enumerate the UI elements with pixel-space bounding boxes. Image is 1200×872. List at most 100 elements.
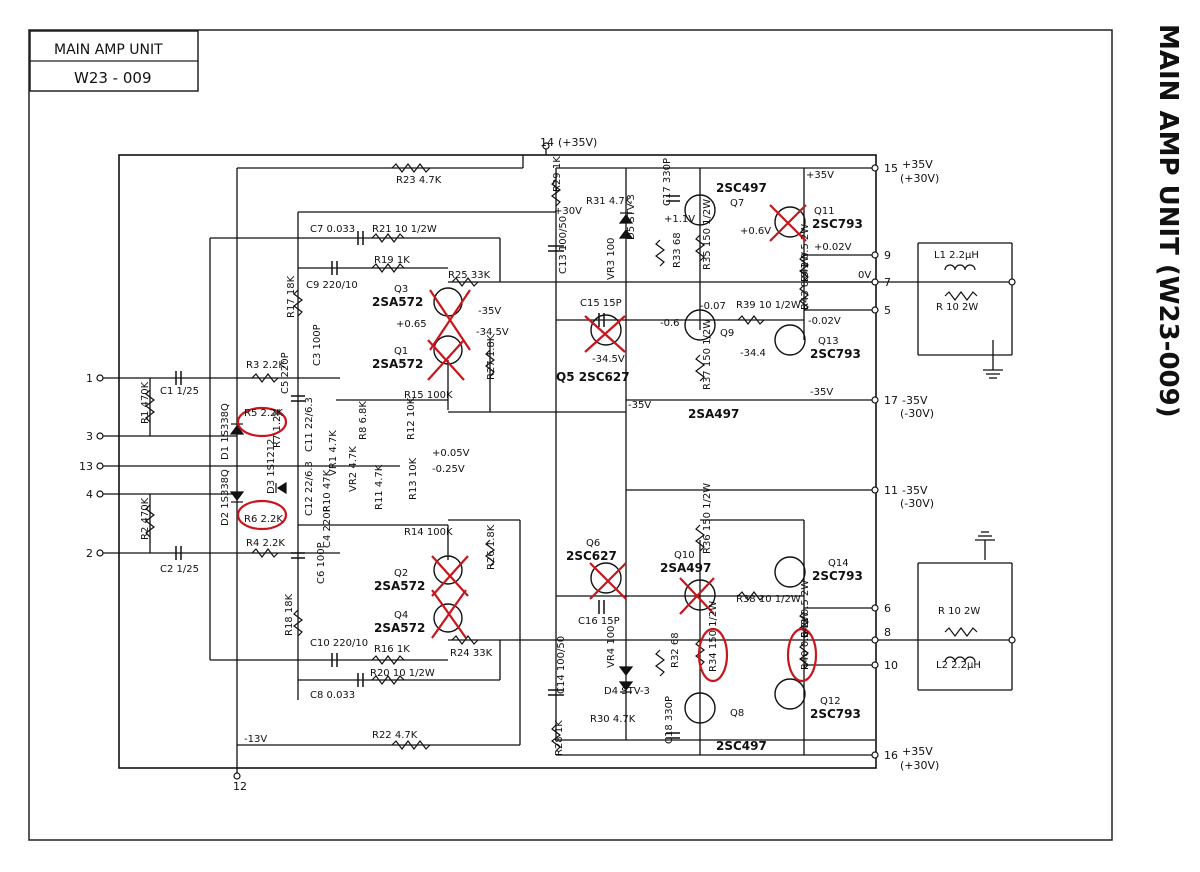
terminal-7: 7 [884, 276, 891, 289]
label-c9: C9 220/10 [306, 280, 358, 291]
q10-type: 2SA497 [660, 561, 711, 575]
label-c13: C13 100/50 [558, 216, 569, 274]
q9-type: 2SA497 [688, 407, 739, 421]
label-r32: R32 68 [670, 632, 681, 668]
label-r20: R20 10 1/2W [370, 668, 435, 679]
q3-type: 2SA572 [372, 295, 423, 309]
capacitor-symbols [175, 195, 680, 739]
label-r24: R24 33K [450, 648, 493, 659]
label-c5: C5 220P [280, 352, 291, 394]
label-c12: C12 22/6.3 [304, 461, 315, 516]
voltage-m13: -13V [244, 734, 267, 745]
terminal-1: 1 [86, 372, 93, 385]
label-d4: D4 STV-3 [604, 686, 650, 697]
label-d3: D3 1S1212 [266, 439, 277, 494]
voltage-plus30: +30V [554, 206, 582, 217]
voltage-plus002: +0.02V [814, 242, 852, 253]
terminal-labels: 14 (+35V) 15 9 7 5 17 11 6 8 10 16 12 1 … [79, 136, 898, 793]
label-r21: R21 10 1/2W [372, 224, 437, 235]
q4-type: 2SA572 [374, 621, 425, 635]
label-r36: R36 150 1/2W [702, 483, 713, 554]
terminal-2: 2 [86, 547, 93, 560]
red-markup [236, 204, 818, 683]
label-r5: R5 2.2K [244, 408, 283, 419]
label-r2: R2 470K [140, 497, 151, 540]
label-d2: D2 1S338Q [220, 469, 231, 526]
label-r35: R35 150 1/2W [702, 199, 713, 270]
transistor-labels: Q3 2SA572 Q1 2SA572 Q2 2SA572 Q4 2SA572 … [372, 181, 863, 753]
unit-model: W23 - 009 [74, 69, 152, 87]
terminal-8: 8 [884, 626, 891, 639]
label-vr3: VR3 100 [606, 238, 617, 280]
q9-ref: Q9 [720, 328, 734, 339]
label-l2: L2 2.2μH [936, 660, 981, 671]
q2-ref: Q2 [394, 568, 408, 579]
q11-ref: Q11 [814, 206, 835, 217]
label-r7: R7 1.2K [272, 409, 283, 448]
label-r26: R26 1.8K [486, 524, 497, 570]
rail-11-a: -35V [902, 484, 928, 497]
rail-16-b: (+30V) [900, 759, 939, 772]
q13-type: 2SC793 [810, 347, 861, 361]
label-r15: R15 100K [404, 390, 453, 401]
label-c14: C14 100/50 [556, 636, 567, 694]
label-c2: C2 1/25 [160, 564, 199, 575]
label-r31: R31 4.7K [586, 196, 632, 207]
label-r3: R3 2.2K [246, 360, 285, 371]
voltage-p065: +0.65 [396, 319, 427, 330]
q14-type: 2SC793 [812, 569, 863, 583]
ground-symbols [975, 369, 1003, 541]
label-c7: C7 0.033 [310, 224, 355, 235]
label-r23: R23 4.7K [396, 175, 442, 186]
label-r12: R12 10K [406, 397, 417, 440]
voltage-plus35: +35V [806, 170, 834, 181]
label-r-top: R 10 2W [936, 302, 978, 313]
unit-name: MAIN AMP UNIT [54, 42, 163, 58]
label-c3: C3 100P [312, 324, 323, 366]
label-r16: R16 1K [374, 644, 410, 655]
label-c16: C16 15P [578, 616, 620, 627]
rail-15-a: +35V [902, 158, 933, 171]
label-c15: C15 15P [580, 298, 622, 309]
q6-type: 2SC627 [566, 549, 617, 563]
q4-ref: Q4 [394, 610, 408, 621]
q10-ref: Q10 [674, 550, 695, 561]
label-r4: R4 2.2K [246, 538, 285, 549]
label-r25: R25 33K [448, 270, 491, 281]
rail-16-a: +35V [902, 745, 933, 758]
label-r19: R19 1K [374, 255, 410, 266]
q13-ref: Q13 [818, 336, 839, 347]
voltage-m35-b: -35V [810, 387, 833, 398]
label-r1: R1 470K [140, 381, 151, 424]
terminal-14: 14 [540, 136, 554, 149]
label-r13: R13 10K [408, 457, 419, 500]
transistor-symbols [433, 194, 806, 724]
label-r42: R42 0.5 2W [800, 580, 811, 638]
label-r29: R29 1K [552, 156, 563, 192]
terminal-11: 11 [884, 484, 898, 497]
terminal-10: 10 [884, 659, 898, 672]
terminal-14-voltage: (+35V) [558, 136, 597, 149]
rail-11-b: (-30V) [900, 497, 934, 510]
label-d5: D5 STV-3 [626, 194, 637, 240]
terminal-6: 6 [884, 602, 891, 615]
label-r38: R38 10 1/2W [736, 594, 801, 605]
component-labels: R23 4.7K R22 4.7K C7 0.033 R21 10 1/2W C… [140, 156, 981, 756]
voltage-m025: -0.25V [432, 464, 465, 475]
rail-labels: +35V (+30V) -35V (-30V) -35V (-30V) +35V… [900, 158, 939, 772]
label-r17: R17 18K [286, 275, 297, 318]
q8-type: 2SC497 [716, 739, 767, 753]
label-vr1: VR1 4.7K [328, 430, 339, 476]
q8-ref: Q8 [730, 708, 744, 719]
voltage-m344: -34.4 [740, 348, 766, 359]
label-r28: R28 1K [554, 720, 565, 756]
terminal-16: 16 [884, 749, 898, 762]
voltage-m35-a: -35V [478, 306, 501, 317]
label-vr4: VR4 100 [606, 626, 617, 668]
label-vr2: VR2 4.7K [348, 446, 359, 492]
rail-17-b: (-30V) [900, 407, 934, 420]
voltage-m345-b: -34.5V [592, 354, 625, 365]
q12-type: 2SC793 [810, 707, 861, 721]
voltage-m002: -0.02V [808, 316, 841, 327]
